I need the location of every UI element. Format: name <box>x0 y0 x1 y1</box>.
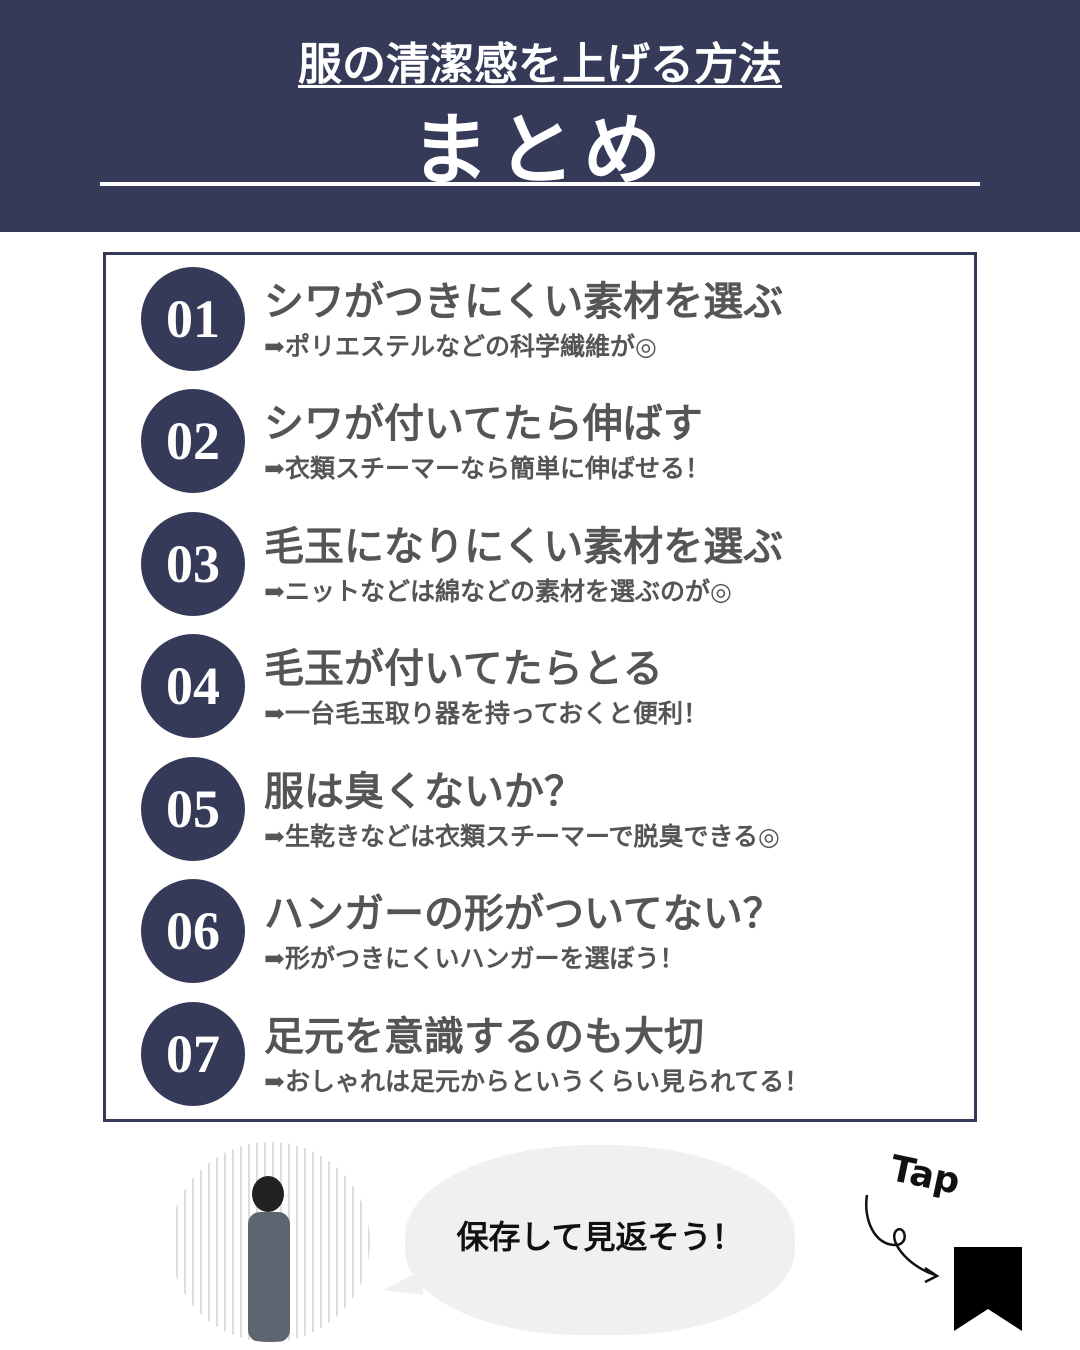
number-badge: 03 <box>141 512 245 616</box>
item-subtitle: ➡ポリエステルなどの科学繊維が◎ <box>264 332 657 361</box>
speech-bubble <box>405 1145 795 1335</box>
number-badge: 05 <box>141 757 245 861</box>
page-title: まとめ <box>410 105 669 196</box>
item-subtitle: ➡ニットなどは綿などの素材を選ぶのが◎ <box>264 577 732 606</box>
avatar <box>170 1142 370 1342</box>
list-item: 05 服は臭くないか？ ➡生乾きなどは衣類スチーマーで脱臭できる◎ <box>141 757 961 867</box>
header-subtitle-text: 服の清潔感を上げる方法 <box>298 39 782 90</box>
list-item: 07 足元を意識するのも大切 ➡おしゃれは足元からというくらい見られてる！ <box>141 1002 961 1112</box>
header-banner: 服の清潔感を上げる方法 まとめ <box>0 0 1080 232</box>
list-item: 01 シワがつきにくい素材を選ぶ ➡ポリエステルなどの科学繊維が◎ <box>141 267 961 377</box>
number-badge: 02 <box>141 389 245 493</box>
bookmark-icon[interactable] <box>954 1247 1022 1331</box>
list-item: 04 毛玉が付いてたらとる ➡一台毛玉取り器を持っておくと便利！ <box>141 634 961 744</box>
summary-list: 01 シワがつきにくい素材を選ぶ ➡ポリエステルなどの科学繊維が◎ 02 シワが付いて… <box>103 252 977 1122</box>
list-item: 02 シワが付いてたら伸ばす ➡衣類スチーマーなら簡単に伸ばせる！ <box>141 389 961 499</box>
item-subtitle: ➡おしゃれは足元からというくらい見られてる！ <box>264 1067 810 1096</box>
number-badge: 06 <box>141 879 245 983</box>
item-title: シワが付いてたら伸ばす <box>264 400 703 447</box>
item-title: シワがつきにくい素材を選ぶ <box>264 278 784 325</box>
person-photo <box>248 1176 290 1342</box>
item-subtitle: ➡衣類スチーマーなら簡単に伸ばせる！ <box>264 454 710 483</box>
header-divider <box>100 182 980 186</box>
item-subtitle: ➡生乾きなどは衣類スチーマーで脱臭できる◎ <box>264 822 780 851</box>
item-title: 足元を意識するのも大切 <box>264 1013 704 1060</box>
item-title: 毛玉になりにくい素材を選ぶ <box>264 523 784 570</box>
number-badge: 04 <box>141 634 245 738</box>
curved-arrow-icon <box>864 1194 940 1284</box>
item-subtitle: ➡形がつきにくいハンガーを選ぼう！ <box>264 944 685 973</box>
number-badge: 01 <box>141 267 245 371</box>
header-subtitle: 服の清潔感を上げる方法 <box>0 28 1080 92</box>
item-title: 毛玉が付いてたらとる <box>264 645 663 692</box>
item-title: ハンガーの形がついてない？ <box>264 890 783 937</box>
speech-bubble-text: 保存して見返そう！ <box>456 1218 744 1256</box>
item-title: 服は臭くないか？ <box>264 768 584 815</box>
list-item: 06 ハンガーの形がついてない？ ➡形がつきにくいハンガーを選ぼう！ <box>141 879 961 989</box>
item-subtitle: ➡一台毛玉取り器を持っておくと便利！ <box>264 699 708 728</box>
number-badge: 07 <box>141 1002 245 1106</box>
list-item: 03 毛玉になりにくい素材を選ぶ ➡ニットなどは綿などの素材を選ぶのが◎ <box>141 512 961 622</box>
